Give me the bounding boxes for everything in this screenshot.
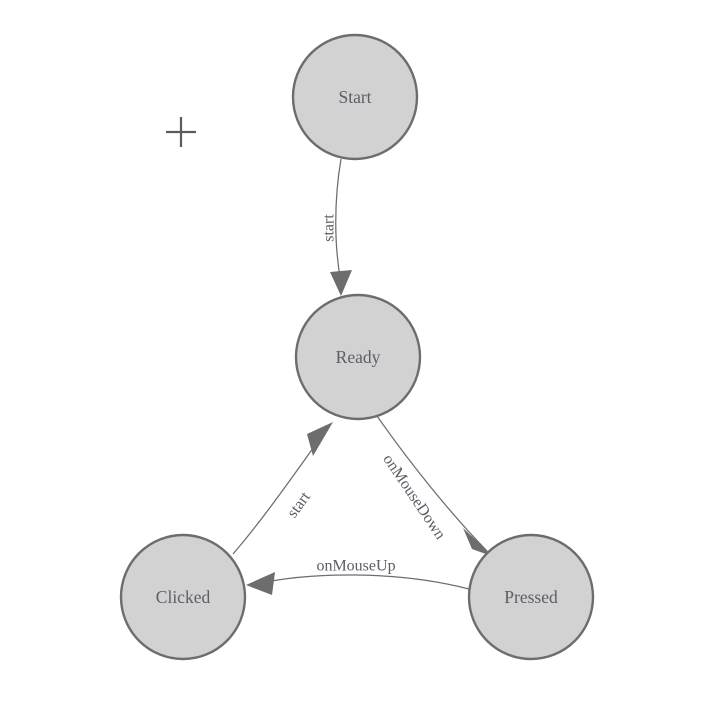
node-clicked[interactable]: Clicked [119, 533, 247, 661]
arrowhead-ready-to-pressed [463, 528, 494, 557]
edge-label-start: start [321, 214, 338, 242]
edge-path-pressed-to-clicked [251, 574, 470, 590]
node-clicked-label: Clicked [156, 587, 211, 607]
node-start-circle[interactable] [291, 33, 419, 161]
node-pressed-circle[interactable] [467, 533, 595, 661]
arrowhead-pressed-to-clicked [246, 572, 275, 595]
edge-path-clicked-to-ready [232, 432, 325, 555]
crosshair-icon [166, 117, 196, 147]
node-clicked-circle[interactable] [119, 533, 247, 661]
node-ready-circle[interactable] [294, 293, 422, 421]
edge-start-to-ready[interactable]: start [321, 158, 353, 296]
edge-path-start-to-ready [335, 158, 342, 284]
edge-path-ready-to-pressed [376, 415, 488, 552]
node-ready-label: Ready [336, 347, 381, 367]
node-ready[interactable]: Ready [294, 293, 422, 421]
node-pressed-label: Pressed [504, 587, 558, 607]
edge-pressed-to-clicked[interactable]: onMouseUp [246, 558, 470, 596]
edge-ready-to-pressed[interactable]: onMouseDown [376, 415, 494, 557]
node-start-label: Start [338, 87, 371, 107]
edge-label-onmouseup: onMouseUp [316, 558, 395, 575]
arrowhead-clicked-to-ready [307, 422, 333, 456]
edge-clicked-to-ready[interactable]: start [232, 422, 333, 555]
node-start[interactable]: Start [291, 33, 419, 161]
arrowhead-start-to-ready [330, 270, 352, 296]
edge-label-start-2: start [284, 488, 314, 521]
node-pressed[interactable]: Pressed [467, 533, 595, 661]
